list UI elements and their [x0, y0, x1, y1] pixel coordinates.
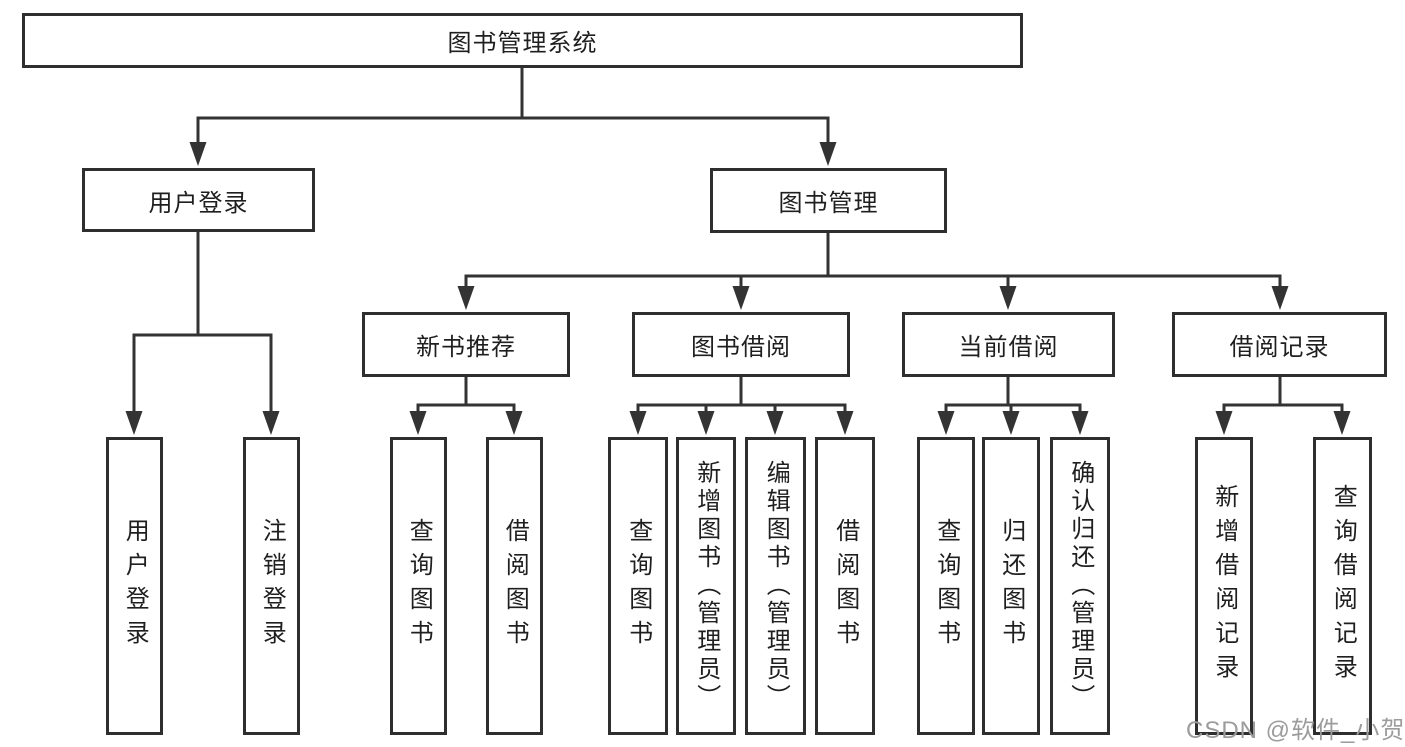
node-label: 借阅记录	[1229, 334, 1330, 361]
node-new-book-recommendation: 新书推荐	[362, 312, 570, 377]
leaf-borrow-books-borrowing: 借阅图书	[815, 437, 875, 735]
node-library-management-system: 图书管理系统	[22, 13, 1023, 68]
node-label: 查询图书	[932, 518, 960, 654]
node-label: 注销登录	[258, 518, 286, 654]
node-label: 新增图书（管理员）	[692, 460, 720, 712]
node-label: 用户登录	[121, 518, 149, 654]
node-label: 借阅图书	[831, 518, 859, 654]
node-label: 编辑图书（管理员）	[762, 460, 790, 712]
leaf-query-borrow-record: 查询借阅记录	[1313, 437, 1372, 735]
leaf-borrow-books-recommend: 借阅图书	[486, 437, 543, 735]
leaf-query-books-recommend: 查询图书	[390, 437, 447, 735]
node-user-login: 用户登录	[82, 168, 315, 232]
leaf-return-books: 归还图书	[982, 437, 1040, 735]
node-label: 查询图书	[405, 518, 433, 654]
leaf-query-books-current: 查询图书	[917, 437, 975, 735]
node-label: 图书管理系统	[447, 30, 598, 57]
node-label: 图书借阅	[691, 334, 791, 361]
leaf-logout: 注销登录	[243, 437, 300, 735]
csdn-watermark: CSDN @软件_小贺同学	[1186, 717, 1405, 744]
node-label: 确认归还（管理员）	[1066, 460, 1094, 712]
leaf-confirm-return-admin: 确认归还（管理员）	[1050, 437, 1110, 735]
node-label: 查询图书	[624, 518, 652, 654]
leaf-add-book-admin: 新增图书（管理员）	[676, 437, 736, 735]
node-current-borrowing: 当前借阅	[902, 312, 1115, 377]
node-borrowing-records: 借阅记录	[1172, 312, 1387, 377]
leaf-add-borrow-record: 新增借阅记录	[1195, 437, 1253, 735]
node-label: 归还图书	[997, 518, 1025, 654]
node-label: 借阅图书	[501, 518, 529, 654]
leaf-user-login: 用户登录	[106, 437, 163, 735]
node-book-borrowing: 图书借阅	[632, 312, 850, 377]
node-label: 用户登录	[148, 189, 249, 217]
node-label: 新书推荐	[416, 334, 516, 361]
node-label: 新增借阅记录	[1210, 484, 1238, 688]
node-label: 查询借阅记录	[1329, 484, 1357, 688]
node-label: 当前借阅	[958, 334, 1059, 361]
node-book-management: 图书管理	[710, 168, 947, 233]
leaf-edit-book-admin: 编辑图书（管理员）	[745, 437, 806, 735]
leaf-query-books-borrowing: 查询图书	[608, 437, 668, 735]
node-label: 图书管理	[778, 190, 879, 217]
